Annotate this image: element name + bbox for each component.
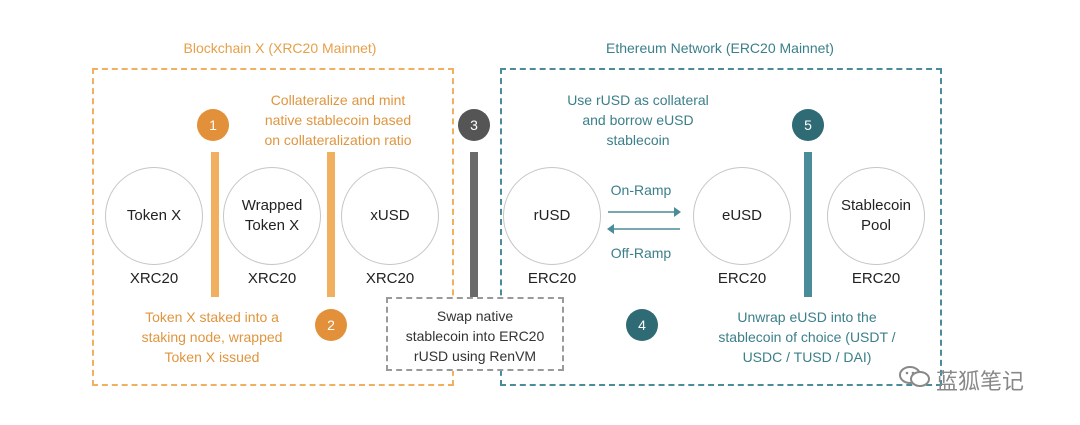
chain-label-token-x: XRC20: [129, 270, 179, 287]
borrow-note: Use rUSD as collateral and borrow eUSD s…: [567, 92, 709, 148]
chain-label-rusd: ERC20: [527, 270, 577, 287]
divider-bar-orange-2: [327, 152, 335, 297]
divider-bar-gray: [470, 152, 478, 297]
step-badge-2: 2: [315, 309, 347, 341]
ethereum-network-frame: [500, 68, 942, 386]
step-badge-1: 1: [197, 109, 229, 141]
divider-bar-orange-1: [211, 152, 219, 297]
chain-label-xusd: XRC20: [365, 270, 415, 287]
node-token-x: Token X: [105, 167, 203, 265]
step-badge-4: 4: [626, 309, 658, 341]
unwrap-note: Unwrap eUSD into the stablecoin of choic…: [718, 309, 896, 365]
wechat-icon: [899, 366, 930, 387]
swap-note: Swap native stablecoin into ERC20 rUSD u…: [405, 308, 545, 364]
swap-box: [386, 297, 564, 371]
off-ramp-arrow-icon: [607, 224, 680, 234]
node-eusd: eUSD: [693, 167, 791, 265]
step-badge-3: 3: [458, 109, 490, 141]
chain-label-eusd: ERC20: [717, 270, 767, 287]
on-ramp-label: On-Ramp: [610, 182, 672, 198]
divider-bar-teal: [804, 152, 812, 297]
node-wrapped-token-x: Wrapped Token X: [223, 167, 321, 265]
node-xusd: xUSD: [341, 167, 439, 265]
chain-label-wrapped-token-x: XRC20: [247, 270, 297, 287]
collateralize-note: Collateralize and mint native stablecoin…: [264, 92, 412, 148]
stake-note: Token X staked into a staking node, wrap…: [141, 309, 283, 365]
off-ramp-label: Off-Ramp: [610, 245, 672, 261]
blockchain-x-title: Blockchain X (XRC20 Mainnet): [183, 40, 377, 56]
on-ramp-arrow-icon: [608, 207, 681, 217]
blockchain-x-frame: [92, 68, 454, 386]
node-stablecoin-pool: Stablecoin Pool: [827, 167, 925, 265]
node-rusd: rUSD: [503, 167, 601, 265]
watermark-text: 蓝狐笔记: [936, 369, 1025, 394]
ethereum-network-title: Ethereum Network (ERC20 Mainnet): [606, 40, 834, 56]
chain-label-stablecoin-pool: ERC20: [851, 270, 901, 287]
step-badge-5: 5: [792, 109, 824, 141]
